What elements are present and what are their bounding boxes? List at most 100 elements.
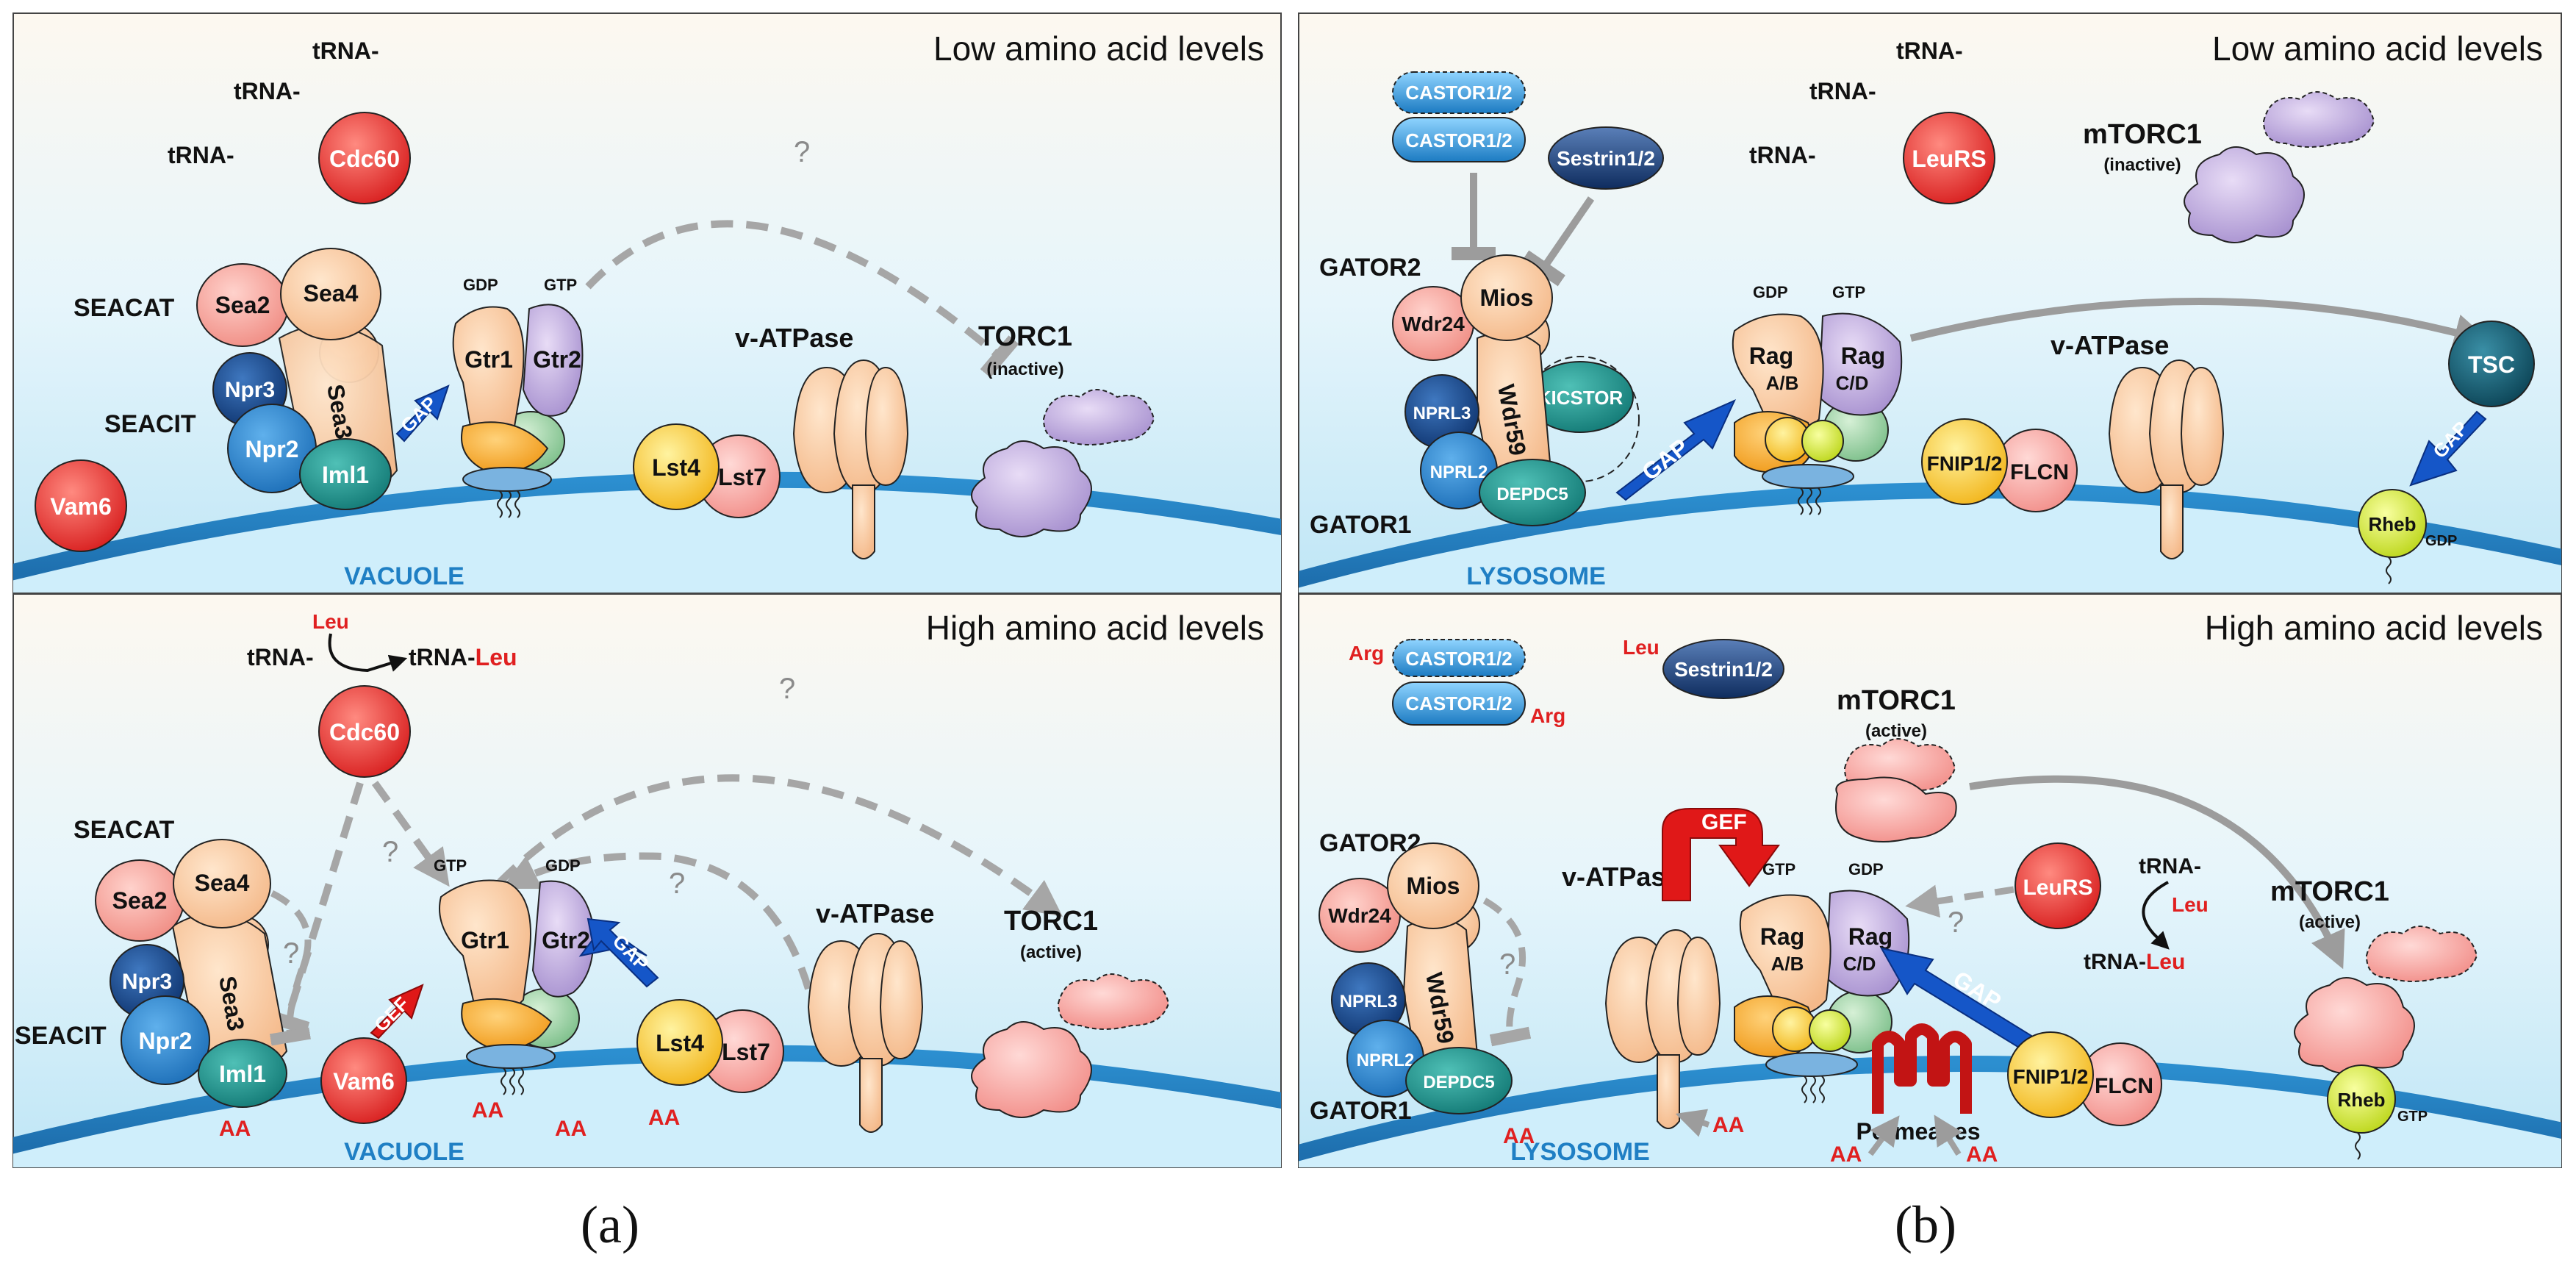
vatpase-to-gtr-arrow: ? [501, 852, 812, 990]
lst4-label: Lst4 [652, 454, 700, 481]
fnip-flcn-low: FLCN FNIP1/2 [1921, 418, 2078, 512]
rag-ab-sub-high: A/B [1771, 953, 1804, 975]
trna-leu-label-b: tRNA-Leu [2084, 950, 2185, 974]
rheb-gdp: Rheb GDP [2358, 489, 2457, 584]
arg-label: Arg [1530, 704, 1565, 727]
aa-labels-a: AA AA AA AA [219, 1098, 680, 1141]
iml1-label-high: Iml1 [219, 1061, 266, 1087]
flcn-label-high: FLCN [2095, 1074, 2153, 1098]
sea4-label-high: Sea4 [195, 870, 250, 896]
sea-complex-high: Sea2 Sea4 Sea3 Npr3 Npr2 Iml1 ? [95, 839, 308, 1108]
lysosome-label-low: LYSOSOME [1466, 562, 1606, 590]
panel-a-caption: (a) [581, 1195, 639, 1254]
gtp-label-b: GTP [1832, 283, 1865, 301]
mtorc1-state-label: (inactive) [2103, 155, 2181, 175]
sestrin-high: Leu Sestrin1/2 [1623, 636, 1784, 699]
leurs-protein-high: LeuRS [2014, 842, 2101, 929]
v-atpase-high: v-ATPase [807, 898, 934, 1133]
v-atpase-label-b-high: v-ATPase [1562, 862, 1680, 892]
svg-text:LeuRS: LeuRS [1912, 146, 1986, 172]
mios-label: Mios [1480, 284, 1534, 311]
panel-b-low-title: Low amino acid levels [2212, 29, 2543, 68]
rheb-label-high: Rheb [2338, 1089, 2386, 1111]
vam6-protein-high: Vam6 [320, 1037, 407, 1124]
svg-text:LeuRS: LeuRS [2023, 876, 2092, 900]
svg-text:Vam6: Vam6 [333, 1068, 395, 1095]
mtorc1-relocation-arrow [1969, 775, 2345, 970]
gtr-complex-high: GTP GDP Gtr2 Gtr1 [434, 856, 595, 1095]
trna-leu-label: tRNA-Leu [409, 644, 517, 670]
mtorc1-label: mTORC1 [2083, 119, 2202, 150]
castor-label: CASTOR1/2 [1405, 82, 1512, 104]
castor-label: CASTOR1/2 [1405, 129, 1512, 151]
npr3-label-high: Npr3 [122, 970, 172, 994]
rheb-label: Rheb [2369, 513, 2417, 535]
fnip-flcn-high: FLCN FNIP1/2 [2007, 1031, 2162, 1126]
question-mark-vatpase: ? [669, 867, 685, 900]
gtp-label: GTP [544, 276, 577, 294]
v-atpase-label-high: v-ATPase [816, 898, 934, 928]
gator-complex-high: Wdr24 Mios Wdr59 NPRL3 NPRL2 DEPDC5 ? [1319, 842, 1523, 1114]
question-mark-leurs: ? [1948, 906, 1964, 939]
sea2-label: Sea2 [215, 292, 270, 318]
trna-charging-b: tRNA- Leu tRNA-Leu [2084, 854, 2209, 974]
fnip-label: FNIP1/2 [1927, 452, 2003, 475]
rag-cd-label-high: Rag [1848, 923, 1892, 950]
aa-label: AA [1503, 1124, 1535, 1148]
seacat-label-high: SEACAT [73, 816, 174, 844]
svg-text:Cdc60: Cdc60 [329, 146, 400, 172]
cdc60-protein-high: Cdc60 [318, 685, 411, 778]
panel-b-high-title: High amino acid levels [2205, 609, 2543, 647]
question-mark-gator: ? [1499, 948, 1515, 981]
npr2-label-high: Npr2 [139, 1028, 193, 1054]
gator2-label: GATOR2 [1319, 254, 1421, 282]
nprl3-label-high: NPRL3 [1340, 992, 1398, 1012]
tsc-protein: TSC [2448, 321, 2535, 407]
gef-arrow-b-high: GEF [1662, 808, 1780, 901]
panel-a-low-title: Low amino acid levels [933, 29, 1264, 68]
gator-complex-low: KICSTOR Wdr24 Mios Wdr59 NPRL3 NPRL2 DEP… [1392, 254, 1640, 526]
trna-label-b2: tRNA- [1809, 78, 1876, 104]
rag-ab-label: Rag [1749, 343, 1793, 369]
svg-text:Cdc60: Cdc60 [329, 719, 400, 745]
trna-label-b1: tRNA- [1896, 37, 1963, 64]
gtr1-label-high: Gtr1 [461, 927, 509, 953]
svg-text:Vam6: Vam6 [50, 493, 112, 520]
rag-ab-sub: A/B [1766, 372, 1799, 394]
torc1-state-label-high: (active) [1020, 942, 1082, 962]
wdr24-label: Wdr24 [1402, 312, 1465, 335]
rag-ab-label-high: Rag [1760, 923, 1804, 950]
aa-label: AA [648, 1106, 680, 1130]
permeases-label: Permeases [1856, 1118, 1980, 1145]
rheb-gtp: Rheb GTP [2327, 1064, 2428, 1160]
trna-charging-a: Leu tRNA- tRNA-Leu [247, 610, 517, 673]
leu-label-b: Leu [1623, 636, 1660, 659]
sea4-label: Sea4 [304, 280, 359, 307]
question-mark-low: ? [794, 136, 810, 168]
lst-complex-low: Lst7 Lst4 [633, 423, 781, 518]
iml1-label: Iml1 [322, 462, 369, 488]
rag-complex-high: GTP GDP Rag C/D Rag A/B [1734, 860, 1910, 1103]
fnip-label-high: FNIP1/2 [2013, 1065, 2089, 1088]
mtorc1-state-label-high2: (active) [2299, 912, 2361, 932]
v-atpase-low: v-ATPase [735, 323, 909, 559]
mtorc1-label-high2: mTORC1 [2270, 876, 2389, 907]
trna-label-2: tRNA- [234, 78, 301, 104]
nprl2-label: NPRL2 [1430, 462, 1488, 482]
castor-complex-low: CASTOR1/2 CASTOR1/2 [1392, 71, 1526, 162]
torc1-inactive: TORC1 (inactive) [971, 321, 1155, 537]
rag-cd-sub-high: C/D [1843, 953, 1876, 975]
rheb-nuc-label: GDP [2425, 533, 2457, 549]
leu-label: Leu [312, 610, 349, 633]
aa-label: AA [555, 1117, 586, 1141]
gtr2-label-high: Gtr2 [542, 927, 590, 953]
aa-label: AA [1966, 1142, 1998, 1167]
seacit-label: SEACIT [104, 410, 196, 438]
gtr1-label: Gtr1 [464, 346, 513, 373]
question-mark-high: ? [779, 673, 795, 705]
vam6-protein-low: Vam6 [35, 459, 127, 552]
cdc60-arrows: ? [287, 781, 450, 1022]
svg-text:GEF: GEF [1701, 810, 1747, 834]
question-mark-sea: ? [283, 937, 299, 970]
question-mark-cdc60: ? [382, 836, 398, 868]
